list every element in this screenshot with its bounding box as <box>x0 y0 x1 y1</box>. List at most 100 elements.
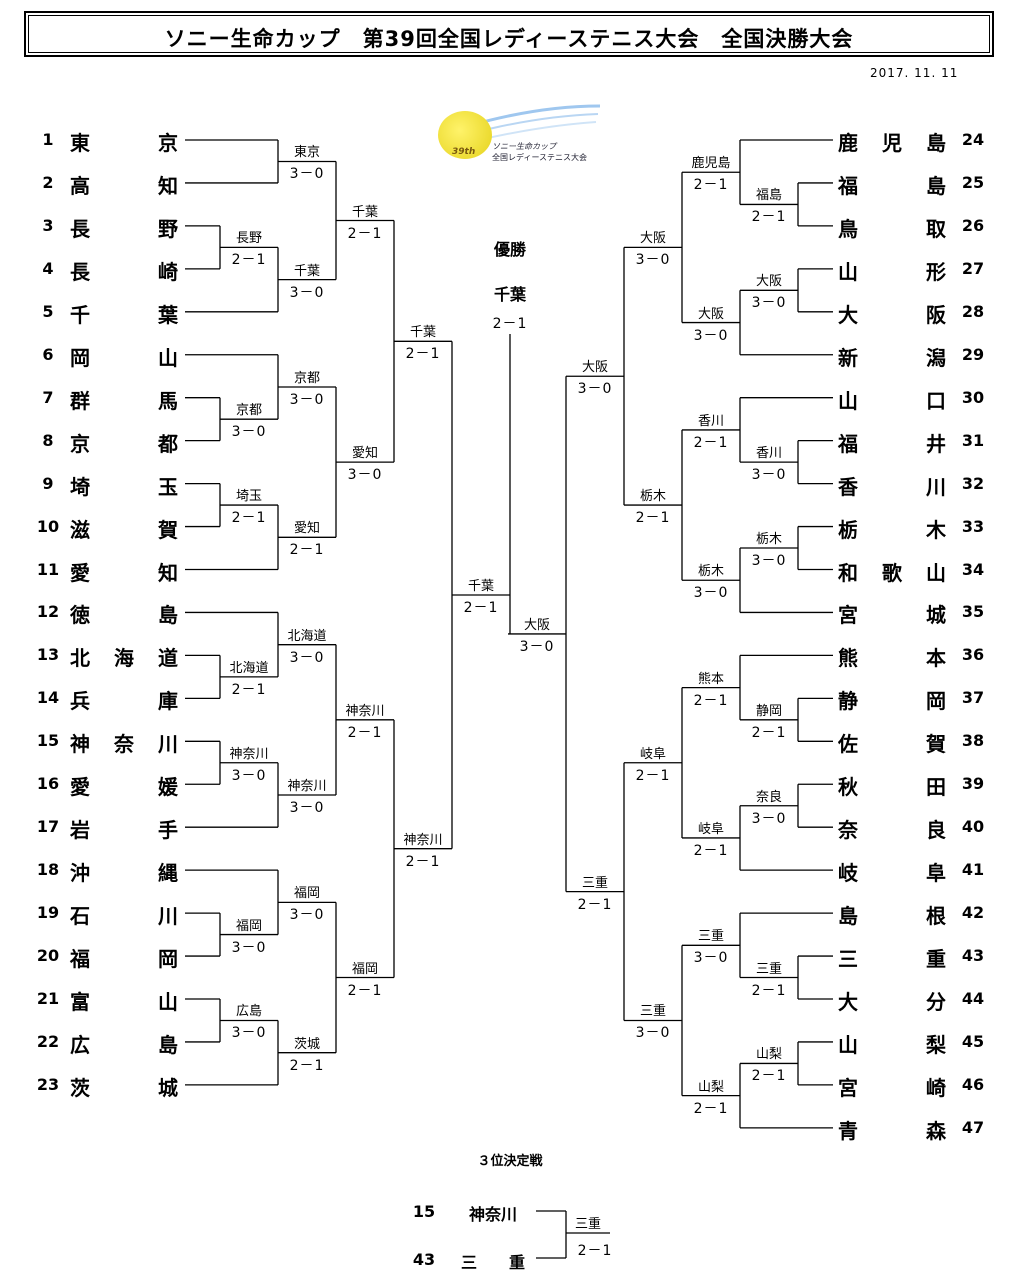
tournament-logo: 39th ソニー生命カップ 全国レディーステニス大会 <box>428 96 608 172</box>
team-number: 38 <box>961 731 985 751</box>
team-name-char: 井 <box>926 431 946 456</box>
team-name-char: 城 <box>926 603 946 628</box>
match-winner: 大阪 <box>639 231 667 247</box>
team-number: 42 <box>961 903 985 923</box>
champion-label: 優勝 <box>493 240 527 259</box>
team-number: 6 <box>42 344 54 364</box>
team-number: 7 <box>42 387 54 407</box>
match-score: 3－0 <box>231 424 267 441</box>
team-name-char: 沖 <box>70 861 90 886</box>
match-winner: 千葉 <box>351 204 379 220</box>
team-number: 22 <box>36 1031 60 1051</box>
team-name-char: 愛 <box>70 775 90 800</box>
match-winner: 香川 <box>755 446 783 462</box>
team-number: 3 <box>42 215 54 235</box>
team-number: 31 <box>961 430 985 450</box>
match-winner: 三重 <box>697 929 725 945</box>
team-name-char: 賀 <box>158 517 178 542</box>
team-number: 23 <box>36 1074 60 1094</box>
match-score: 3－0 <box>231 767 267 784</box>
team-name-char: 良 <box>926 818 946 843</box>
match-winner: 長野 <box>235 231 263 247</box>
champion-name: 千葉 <box>493 285 527 304</box>
team-number: 21 <box>36 989 60 1008</box>
title-box: ソニー生命カップ 第39回全国レディーステニス大会 全国決勝大会 <box>24 11 994 57</box>
match-score: 2－1 <box>231 681 267 698</box>
logo-line2: 全国レディーステニス大会 <box>492 153 588 162</box>
team-name-char: 木 <box>926 517 946 542</box>
match-score: 3－0 <box>289 799 325 816</box>
team-number: 15 <box>412 1202 436 1221</box>
team-name-char: 長 <box>70 216 90 241</box>
team-name-char: 田 <box>926 775 946 800</box>
team-number: 41 <box>961 860 985 880</box>
match-score: 2－1 <box>463 600 499 616</box>
team-name-char: 山 <box>838 1032 858 1057</box>
team-name-char: 縄 <box>158 861 178 886</box>
match-winner: 京都 <box>235 403 263 419</box>
team-name-char: 福 <box>70 947 90 972</box>
team-name-char: 川 <box>158 732 178 757</box>
team-name-char: 山 <box>838 259 858 284</box>
team-number: 43 <box>412 1250 436 1269</box>
match-winner: 大阪 <box>523 617 551 633</box>
match-winner: 千葉 <box>409 325 437 341</box>
team-name: 三 重 <box>460 1253 526 1272</box>
team-name-char: 野 <box>158 216 178 241</box>
team-name-char: 佐 <box>838 732 858 757</box>
match-winner: 北海道 <box>287 628 327 644</box>
team-name-char: 崎 <box>158 259 178 284</box>
team-name-char: 島 <box>158 1032 178 1057</box>
match-winner: 大阪 <box>755 274 783 290</box>
match-winner: 福島 <box>755 188 783 204</box>
match-score: 3－0 <box>347 467 383 484</box>
team-name-char: 熊 <box>838 646 858 671</box>
team-name-char: 高 <box>70 173 90 198</box>
team-name-char: 山 <box>158 990 178 1014</box>
team-name-char: 兵 <box>70 689 90 714</box>
team-name-char: 福 <box>838 173 858 198</box>
match-winner: 千葉 <box>467 579 495 594</box>
team-name-char: 富 <box>70 990 90 1014</box>
match-winner: 神奈川 <box>229 746 269 762</box>
team-number: 18 <box>36 860 60 880</box>
match-winner: 静岡 <box>755 703 783 719</box>
match-winner: 福岡 <box>235 918 263 934</box>
team-number: 25 <box>961 172 985 192</box>
match-winner: 茨城 <box>293 1036 321 1052</box>
team-name-char: 歌 <box>882 560 902 585</box>
team-name-char: 庫 <box>158 689 178 714</box>
match-winner: 熊本 <box>697 671 725 687</box>
team-name-char: 馬 <box>158 388 178 413</box>
match-winner: 福岡 <box>351 961 379 977</box>
match-score: 2－1 <box>635 510 671 527</box>
team-name-char: 児 <box>882 131 902 155</box>
match-score: 2－1 <box>693 1100 729 1117</box>
champion-score: 2－1 <box>492 316 528 332</box>
team-name-char: 香 <box>838 474 858 499</box>
match-score: 3－0 <box>289 166 325 183</box>
team-name-char: 取 <box>926 216 946 241</box>
team-number: 45 <box>961 1031 985 1051</box>
team-name-char: 岩 <box>70 818 90 843</box>
match-score: 3－0 <box>751 553 787 570</box>
team-name-char: 茨 <box>70 1075 90 1100</box>
match-score: 2－1 <box>405 853 441 870</box>
team-number: 16 <box>36 774 60 794</box>
match-score: 3－0 <box>519 638 555 655</box>
team-name-char: 本 <box>926 646 946 671</box>
team-name-char: 群 <box>70 388 90 413</box>
match-score: 2－1 <box>347 225 383 242</box>
team-name-char: 形 <box>926 259 946 284</box>
match-score: 2－1 <box>347 724 383 741</box>
match-score: 2－1 <box>289 1057 325 1074</box>
team-name-char: 徳 <box>70 603 90 628</box>
match-winner: 千葉 <box>293 263 321 279</box>
team-name-char: 福 <box>838 431 858 456</box>
team-name-char: 三 <box>838 947 858 972</box>
team-number: 30 <box>961 387 985 407</box>
team-name-char: 滋 <box>70 517 90 542</box>
team-number: 10 <box>36 516 60 536</box>
match-winner: 北海道 <box>229 660 269 676</box>
team-number: 1 <box>42 130 54 149</box>
